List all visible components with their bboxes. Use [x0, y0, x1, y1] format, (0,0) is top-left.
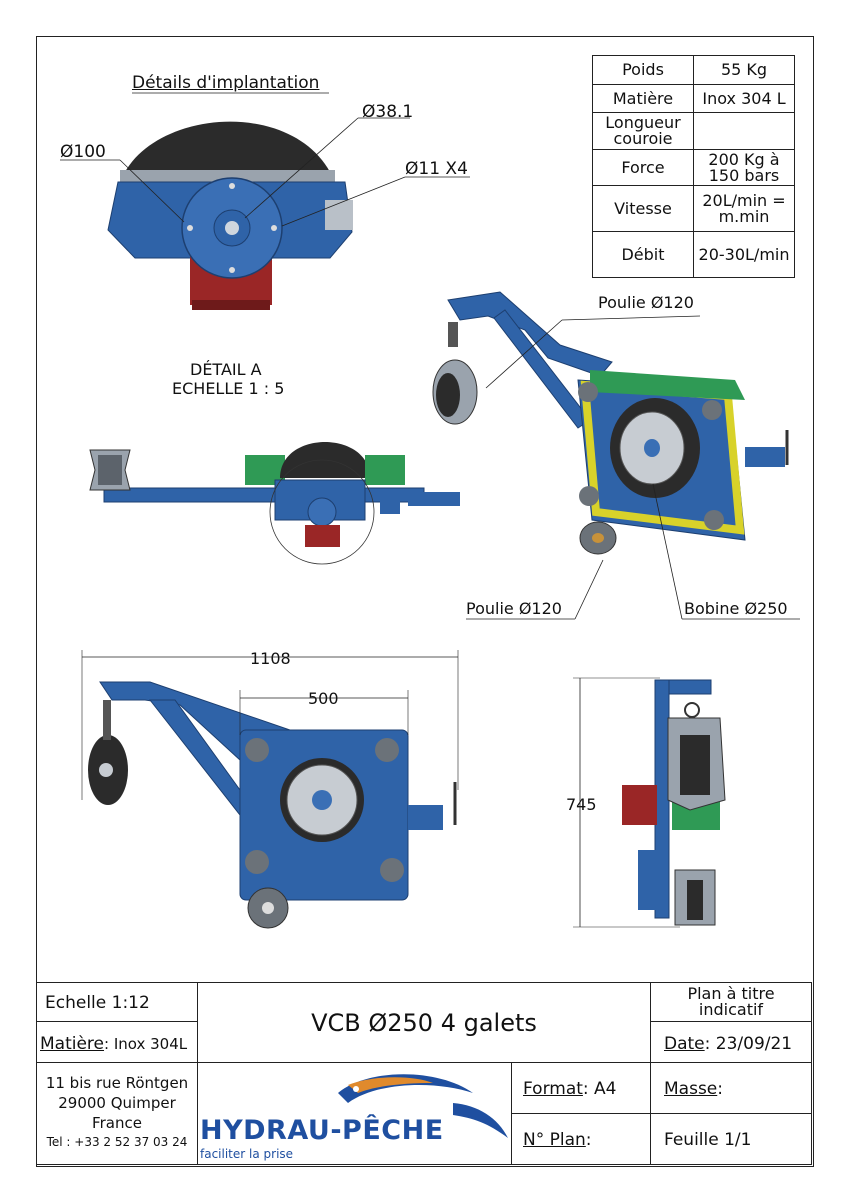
plan-note: Plan à titre indicatif	[687, 984, 775, 1019]
address-block: 11 bis rue Röntgen 29000 Quimper France …	[37, 1073, 197, 1151]
spec-row: Vitesse 20L/min = m.min	[592, 185, 795, 232]
spec-value: 20-30L/min	[693, 231, 795, 278]
format-cell: Format: A4	[511, 1062, 651, 1114]
plan-number-text: N° Plan:	[523, 1131, 592, 1149]
spec-value: 20L/min = m.min	[693, 185, 795, 232]
dim-label-1108: 1108	[250, 649, 291, 668]
spec-label: Vitesse	[592, 185, 694, 232]
drawing-frame	[36, 36, 814, 1167]
address-line: 11 bis rue Röntgen	[45, 1074, 189, 1092]
format-text: Format: A4	[523, 1080, 617, 1098]
date-label: Date	[664, 1034, 705, 1054]
scale-cell: Echelle 1:12	[36, 982, 198, 1022]
mass-cell: Masse:	[650, 1062, 812, 1114]
sheet-cell: Feuille 1/1	[650, 1113, 812, 1165]
detail-scale-label: ECHELLE 1 : 5	[172, 379, 285, 398]
material-cell: Matière: Inox 304L	[36, 1021, 198, 1063]
mass-value: :	[717, 1079, 723, 1099]
dim-label-500: 500	[308, 689, 339, 708]
hydrau-peche-logo	[338, 1074, 508, 1138]
date-cell: Date: 23/09/21	[650, 1021, 812, 1063]
spec-label: Débit	[592, 231, 694, 278]
logo-cell: HYDRAU-PÊCHE faciliter la prise	[197, 1062, 512, 1165]
plan-note-cell: Plan à titre indicatif	[650, 982, 812, 1022]
drawing-title: VCB Ø250 4 galets	[311, 1009, 537, 1037]
spec-value: 200 Kg à 150 bars	[693, 149, 795, 186]
format-label: Format	[523, 1079, 583, 1099]
implantation-view	[60, 92, 470, 310]
logo-wordmark: HYDRAU-PÊCHE	[200, 1115, 444, 1146]
material-label: Matière	[40, 1034, 105, 1054]
mass-text: Masse:	[664, 1080, 723, 1098]
spec-value	[693, 112, 795, 150]
sheet-number: Feuille 1/1	[664, 1130, 752, 1150]
callout-bobine: Bobine Ø250	[684, 599, 788, 618]
dim-label-745: 745	[566, 795, 597, 814]
spec-label: Force	[592, 149, 694, 186]
callout-poulie-bottom: Poulie Ø120	[466, 599, 562, 618]
spec-label: Longueur couroie	[592, 112, 694, 150]
front-view	[81, 650, 459, 929]
details-title: Détails d'implantation	[132, 73, 320, 93]
date-text: Date: 23/09/21	[664, 1035, 792, 1053]
spec-row: Matière Inox 304 L	[592, 84, 795, 113]
plan-number-value: :	[585, 1130, 592, 1150]
mass-label: Masse	[664, 1079, 718, 1099]
drawing-title-cell: VCB Ø250 4 galets	[197, 982, 651, 1063]
callout-poulie-top: Poulie Ø120	[598, 293, 694, 312]
logo-tagline: faciliter la prise	[200, 1147, 294, 1161]
material-text: Matière: Inox 304L	[40, 1035, 187, 1053]
date-value: : 23/09/21	[704, 1034, 793, 1054]
dim-label-d11: Ø11 X4	[405, 159, 468, 179]
address-line: France	[92, 1114, 142, 1132]
dim-label-d38: Ø38.1	[362, 102, 414, 122]
spec-table: Poids 55 Kg Matière Inox 304 L Longueur …	[592, 55, 795, 278]
dim-label-d100: Ø100	[60, 142, 106, 162]
spec-value: Inox 304 L	[693, 84, 795, 113]
phone-number: Tel : +33 2 52 37 03 24	[46, 1135, 188, 1149]
material-value: : Inox 304L	[104, 1035, 188, 1053]
detail-label-a: DÉTAIL A	[190, 360, 262, 379]
isometric-view	[432, 291, 800, 620]
scale-text: Echelle 1:12	[45, 993, 150, 1013]
plan-number-label: N° Plan	[523, 1130, 586, 1150]
side-view	[89, 442, 460, 565]
plan-number-cell: N° Plan:	[511, 1113, 651, 1165]
spec-label: Matière	[592, 84, 694, 113]
right-side-view	[573, 677, 726, 928]
format-value: : A4	[582, 1079, 617, 1099]
spec-row: Poids 55 Kg	[592, 55, 795, 85]
spec-row: Longueur couroie	[592, 112, 795, 150]
spec-label: Poids	[592, 55, 694, 85]
spec-row: Débit 20-30L/min	[592, 231, 795, 278]
address-line: 29000 Quimper	[58, 1094, 176, 1112]
spec-row: Force 200 Kg à 150 bars	[592, 149, 795, 186]
address-cell: 11 bis rue Röntgen 29000 Quimper France …	[36, 1062, 198, 1165]
spec-value: 55 Kg	[693, 55, 795, 85]
